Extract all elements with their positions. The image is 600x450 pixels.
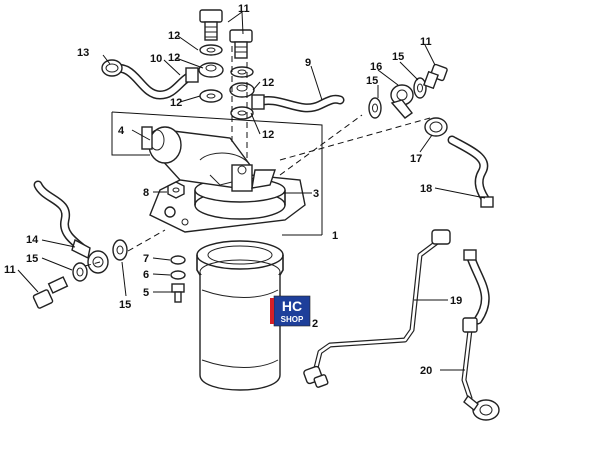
callout-17: 17 [410,153,422,165]
banjo-fitting-part [368,63,448,119]
banjo-fitting-part [71,238,128,282]
hc-shop-logo: HC SHOP [270,295,311,327]
hose-clip-part [101,59,123,77]
callout-11: 11 [4,264,16,276]
hose-part [33,180,87,253]
callout-15: 15 [119,299,131,311]
fuel-pump-part [141,126,276,192]
hose-part [447,135,494,208]
assembly-lines [84,46,431,267]
hose-clip-part [424,117,448,137]
washer-part [198,44,224,103]
hose-part [251,94,345,113]
callout-6: 6 [143,269,149,281]
nut-part [167,181,185,199]
callout-11: 11 [420,36,432,48]
bleed-screw-part [170,255,186,303]
bolt-part [199,9,223,41]
callout-12: 12 [168,52,180,64]
callout-12: 12 [170,97,182,109]
filter-bowl-part [196,240,284,391]
logo-line-1: HC [282,298,302,314]
callout-9: 9 [305,57,311,69]
fuel-pipe-part [303,229,451,388]
callout-2: 2 [312,318,318,330]
callout-3: 3 [313,188,319,200]
callout-20: 20 [420,365,432,377]
callout-12: 12 [262,129,274,141]
hose-part [105,63,199,100]
bolt-part [32,276,69,309]
callout-labels: 11 12 12 12 12 12 13 10 9 15 16 15 11 17… [4,3,462,377]
callout-18: 18 [420,183,432,195]
callout-12: 12 [168,30,180,42]
callout-16: 16 [370,61,382,73]
assembly-bracket [111,111,323,236]
callout-14: 14 [26,234,39,246]
callout-4: 4 [118,125,125,137]
washer-part [229,66,255,120]
callout-15: 15 [26,253,38,265]
callout-12: 12 [262,77,274,89]
callout-13: 13 [77,47,89,59]
logo-line-2: SHOP [281,315,304,324]
fuel-pipe-part [461,249,500,421]
bolt-part [229,29,253,59]
callout-5: 5 [143,287,149,299]
callout-15: 15 [366,75,378,87]
callout-19: 19 [450,295,462,307]
callout-15: 15 [392,51,404,63]
leader-lines [17,11,486,371]
callout-11: 11 [238,3,250,15]
callout-8: 8 [143,187,149,199]
callout-10: 10 [150,53,162,65]
callout-7: 7 [143,253,149,265]
callout-1: 1 [332,230,338,242]
